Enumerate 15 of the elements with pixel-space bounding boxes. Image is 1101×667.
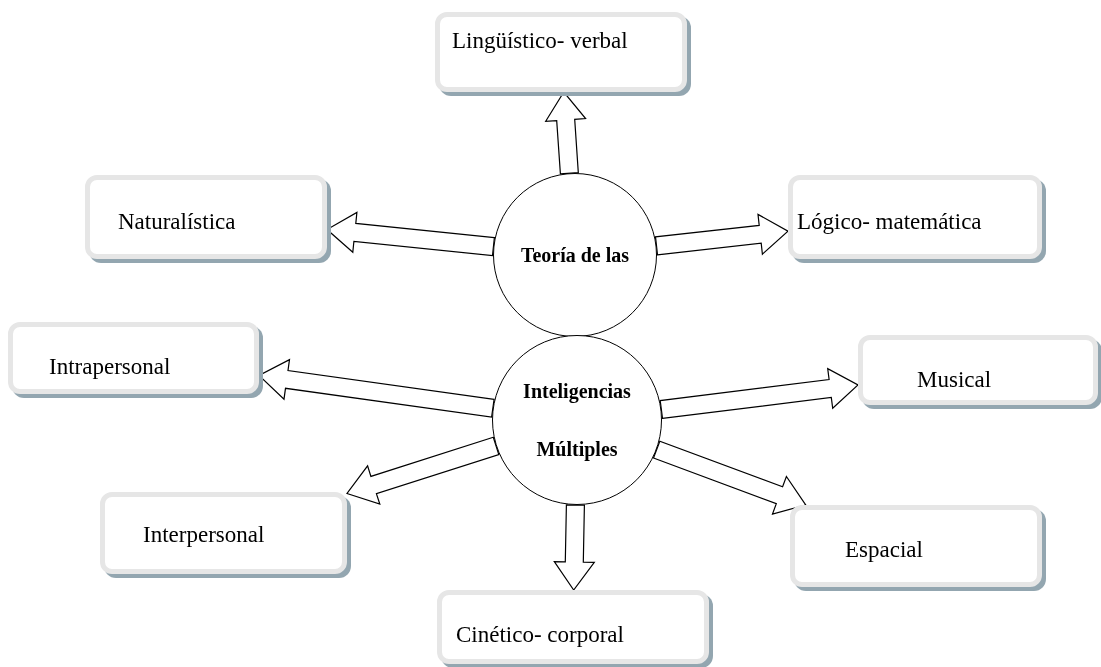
block-arrow <box>659 367 860 420</box>
box-label: Musical <box>917 366 993 394</box>
box-label: Cinético- corporal <box>456 621 625 649</box>
circle-label: Teoría de las <box>520 243 630 268</box>
block-arrow <box>652 440 807 515</box>
block-arrow <box>346 436 500 505</box>
block-arrow <box>553 504 596 592</box>
box-label: Lógico- matemática <box>797 208 983 236</box>
block-arrow <box>654 213 790 256</box>
box-label: Lingüístico- verbal <box>452 27 629 55</box>
circle-label: Inteligencias Múltiples <box>522 379 632 463</box>
box-label: Espacial <box>845 536 924 564</box>
box-label: Intrapersonal <box>49 353 172 381</box>
box-label: Naturalística <box>118 208 237 236</box>
box-label: Interpersonal <box>143 521 266 549</box>
